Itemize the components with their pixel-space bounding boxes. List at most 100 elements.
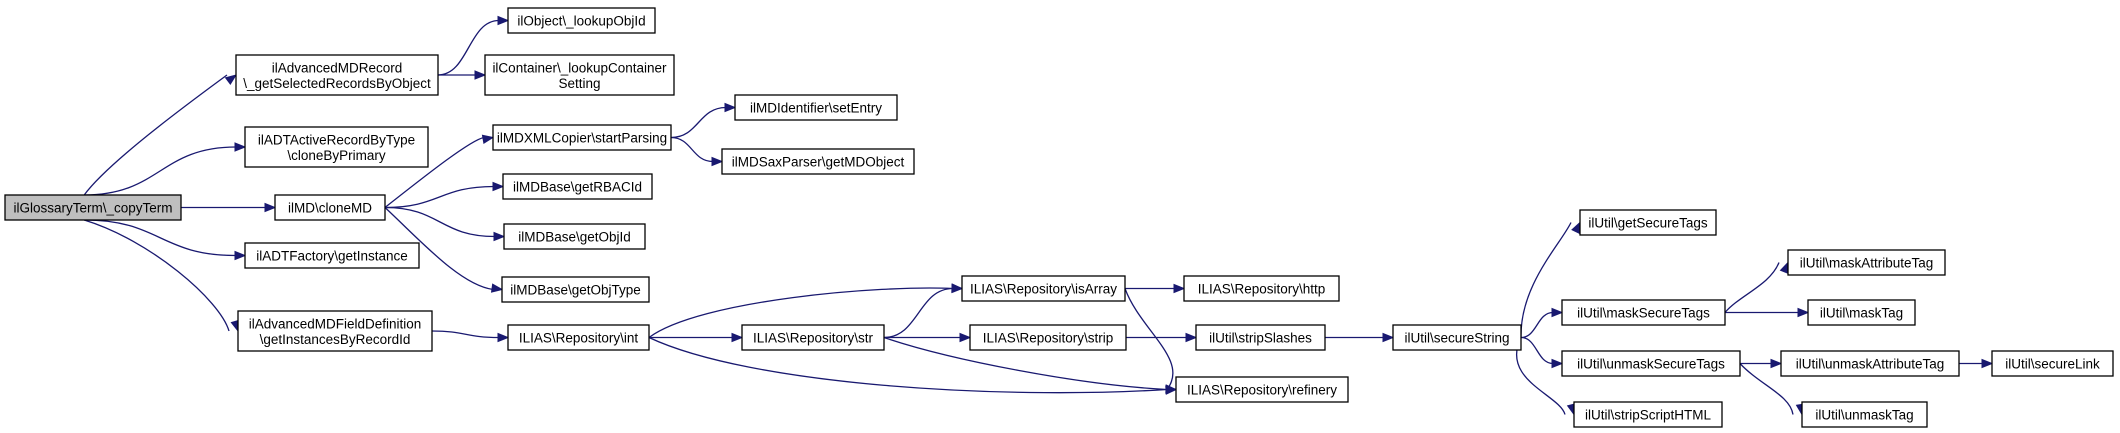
edge-strip-to-stripslashes bbox=[1125, 332, 1198, 343]
node-box bbox=[1175, 376, 1349, 403]
node-box bbox=[501, 276, 650, 303]
node-getsecuretags[interactable]: ilUtil\getSecureTags bbox=[1579, 209, 1717, 236]
arrowhead bbox=[234, 250, 247, 261]
node-label: ilUtil\unmaskTag bbox=[1815, 408, 1913, 423]
node-box bbox=[244, 126, 429, 168]
node-getmdobject[interactable]: ilMDSaxParser\getMDObject bbox=[721, 148, 915, 175]
node-adtfactory[interactable]: ilADTFactory\getInstance bbox=[244, 242, 420, 269]
edge-line bbox=[648, 287, 954, 339]
arrowhead bbox=[711, 156, 724, 167]
edge-fielddef-to-int bbox=[431, 330, 510, 343]
edge-line bbox=[384, 207, 494, 291]
node-box bbox=[1392, 324, 1522, 351]
edge-xmlcopier-to-getmdobject bbox=[670, 136, 724, 167]
edge-clonemd-to-rbacid bbox=[384, 181, 505, 209]
arrowhead bbox=[1185, 332, 1198, 343]
edge-line bbox=[431, 330, 500, 339]
arrowhead bbox=[1551, 358, 1564, 369]
arrowhead bbox=[492, 181, 505, 192]
node-securestring[interactable]: ilUtil\secureString bbox=[1392, 324, 1522, 351]
node-label: ilGlossaryTerm\_copyTerm bbox=[13, 201, 172, 216]
node-str[interactable]: ILIAS\Repository\str bbox=[741, 324, 885, 351]
node-masktag[interactable]: ilUtil\maskTag bbox=[1807, 299, 1916, 326]
node-label: ilADTActiveRecordByType bbox=[258, 132, 415, 147]
node-refinery[interactable]: ILIAS\Repository\refinery bbox=[1175, 376, 1349, 403]
arrowhead bbox=[731, 332, 744, 343]
node-box bbox=[734, 94, 898, 121]
node-advrec[interactable]: ilAdvancedMDRecord\_getSelectedRecordsBy… bbox=[235, 54, 439, 96]
node-label: ilUtil\secureLink bbox=[2005, 357, 2100, 372]
edge-line bbox=[1520, 336, 1554, 365]
node-fielddef[interactable]: ilAdvancedMDFieldDefinition\getInstances… bbox=[237, 310, 433, 352]
arrowhead bbox=[474, 70, 487, 80]
node-http[interactable]: ILIAS\Repository\http bbox=[1183, 275, 1340, 302]
node-label: ILIAS\Repository\int bbox=[519, 331, 639, 346]
node-label: ILIAS\Repository\str bbox=[753, 331, 874, 346]
edge-line bbox=[670, 106, 727, 139]
node-unmaskattr[interactable]: ilUtil\unmaskAttributeTag bbox=[1780, 350, 1960, 377]
node-adtactive[interactable]: ilADTActiveRecordByType\cloneByPrimary bbox=[244, 126, 429, 168]
node-stripscript[interactable]: ilUtil\stripScriptHTML bbox=[1573, 401, 1723, 428]
edge-xmlcopier-to-setentry bbox=[670, 102, 737, 139]
node-label: ilUtil\unmaskSecureTags bbox=[1577, 357, 1725, 372]
node-isarray[interactable]: ILIAS\Repository\isArray bbox=[961, 275, 1126, 302]
node-objid[interactable]: ilMDBase\getObjId bbox=[503, 223, 646, 250]
node-unmasktag[interactable]: ilUtil\unmaskTag bbox=[1801, 401, 1928, 428]
node-box bbox=[492, 124, 672, 151]
node-lookupobj[interactable]: ilObject\_lookupObjId bbox=[507, 7, 656, 34]
node-label: ilUtil\unmaskAttributeTag bbox=[1796, 357, 1945, 372]
edge-clonemd-to-objid bbox=[384, 206, 506, 242]
node-xmlcopier[interactable]: ilMDXMLCopier\startParsing bbox=[492, 124, 672, 151]
node-rbacid[interactable]: ilMDBase\getRBACId bbox=[502, 173, 653, 200]
edge-advrec-to-lookupobj bbox=[437, 15, 510, 76]
node-box bbox=[1573, 401, 1723, 428]
node-strip[interactable]: ILIAS\Repository\strip bbox=[969, 324, 1127, 351]
node-setentry[interactable]: ilMDIdentifier\setEntry bbox=[734, 94, 898, 121]
node-unmasksecuretags[interactable]: ilUtil\unmaskSecureTags bbox=[1561, 350, 1741, 377]
node-box bbox=[1195, 324, 1326, 351]
node-objtype[interactable]: ilMDBase\getObjType bbox=[501, 276, 650, 303]
node-label: ilMDBase\getObjType bbox=[510, 283, 641, 298]
edge-stripslashes-to-securestring bbox=[1324, 332, 1395, 343]
arrowhead bbox=[493, 231, 506, 242]
call-graph-nodes: ilGlossaryTerm\_copyTerm ilAdvancedMDReco… bbox=[4, 7, 2114, 428]
arrowhead bbox=[724, 102, 737, 113]
node-int[interactable]: ILIAS\Repository\int bbox=[507, 324, 650, 351]
node-label: ilUtil\stripSlashes bbox=[1209, 331, 1312, 346]
arrowhead bbox=[224, 74, 238, 86]
edge-unmaskattr-to-securelink bbox=[1958, 358, 1994, 369]
node-box bbox=[1807, 299, 1916, 326]
node-maskattr[interactable]: ilUtil\maskAttributeTag bbox=[1787, 249, 1946, 276]
arrowhead bbox=[1382, 332, 1395, 343]
edge-line bbox=[84, 219, 237, 257]
node-box bbox=[1991, 350, 2114, 377]
arrowhead bbox=[497, 332, 510, 343]
edge-line bbox=[1724, 262, 1780, 313]
node-label: ilUtil\stripScriptHTML bbox=[1585, 408, 1712, 423]
node-box bbox=[507, 7, 656, 34]
node-masksecuretags[interactable]: ilUtil\maskSecureTags bbox=[1561, 299, 1726, 326]
node-label: ilMDXMLCopier\startParsing bbox=[497, 131, 667, 146]
node-securelink[interactable]: ilUtil\secureLink bbox=[1991, 350, 2114, 377]
node-box bbox=[237, 310, 433, 352]
edge-str-to-strip bbox=[883, 332, 972, 343]
node-box bbox=[503, 223, 646, 250]
edge-root-to-clonemd bbox=[181, 202, 277, 213]
edge-line bbox=[1124, 288, 1174, 390]
edge-line bbox=[1520, 311, 1554, 339]
edge-unmasksecuretags-to-unmaskattr bbox=[1739, 358, 1783, 369]
edge-securestring-to-unmasksecuretags bbox=[1520, 336, 1564, 369]
node-root[interactable]: ilGlossaryTerm\_copyTerm bbox=[4, 194, 182, 221]
arrowhead bbox=[1571, 221, 1581, 235]
node-label: ILIAS\Repository\strip bbox=[983, 331, 1114, 346]
node-label: \cloneByPrimary bbox=[287, 148, 386, 163]
node-box bbox=[274, 194, 386, 221]
arrowhead bbox=[951, 283, 964, 294]
node-label: ILIAS\Repository\http bbox=[1198, 282, 1326, 297]
edge-str-to-isarray bbox=[883, 283, 964, 339]
node-box bbox=[1787, 249, 1946, 276]
node-clonemd[interactable]: ilMD\cloneMD bbox=[274, 194, 386, 221]
node-stripslashes[interactable]: ilUtil\stripSlashes bbox=[1195, 324, 1326, 351]
